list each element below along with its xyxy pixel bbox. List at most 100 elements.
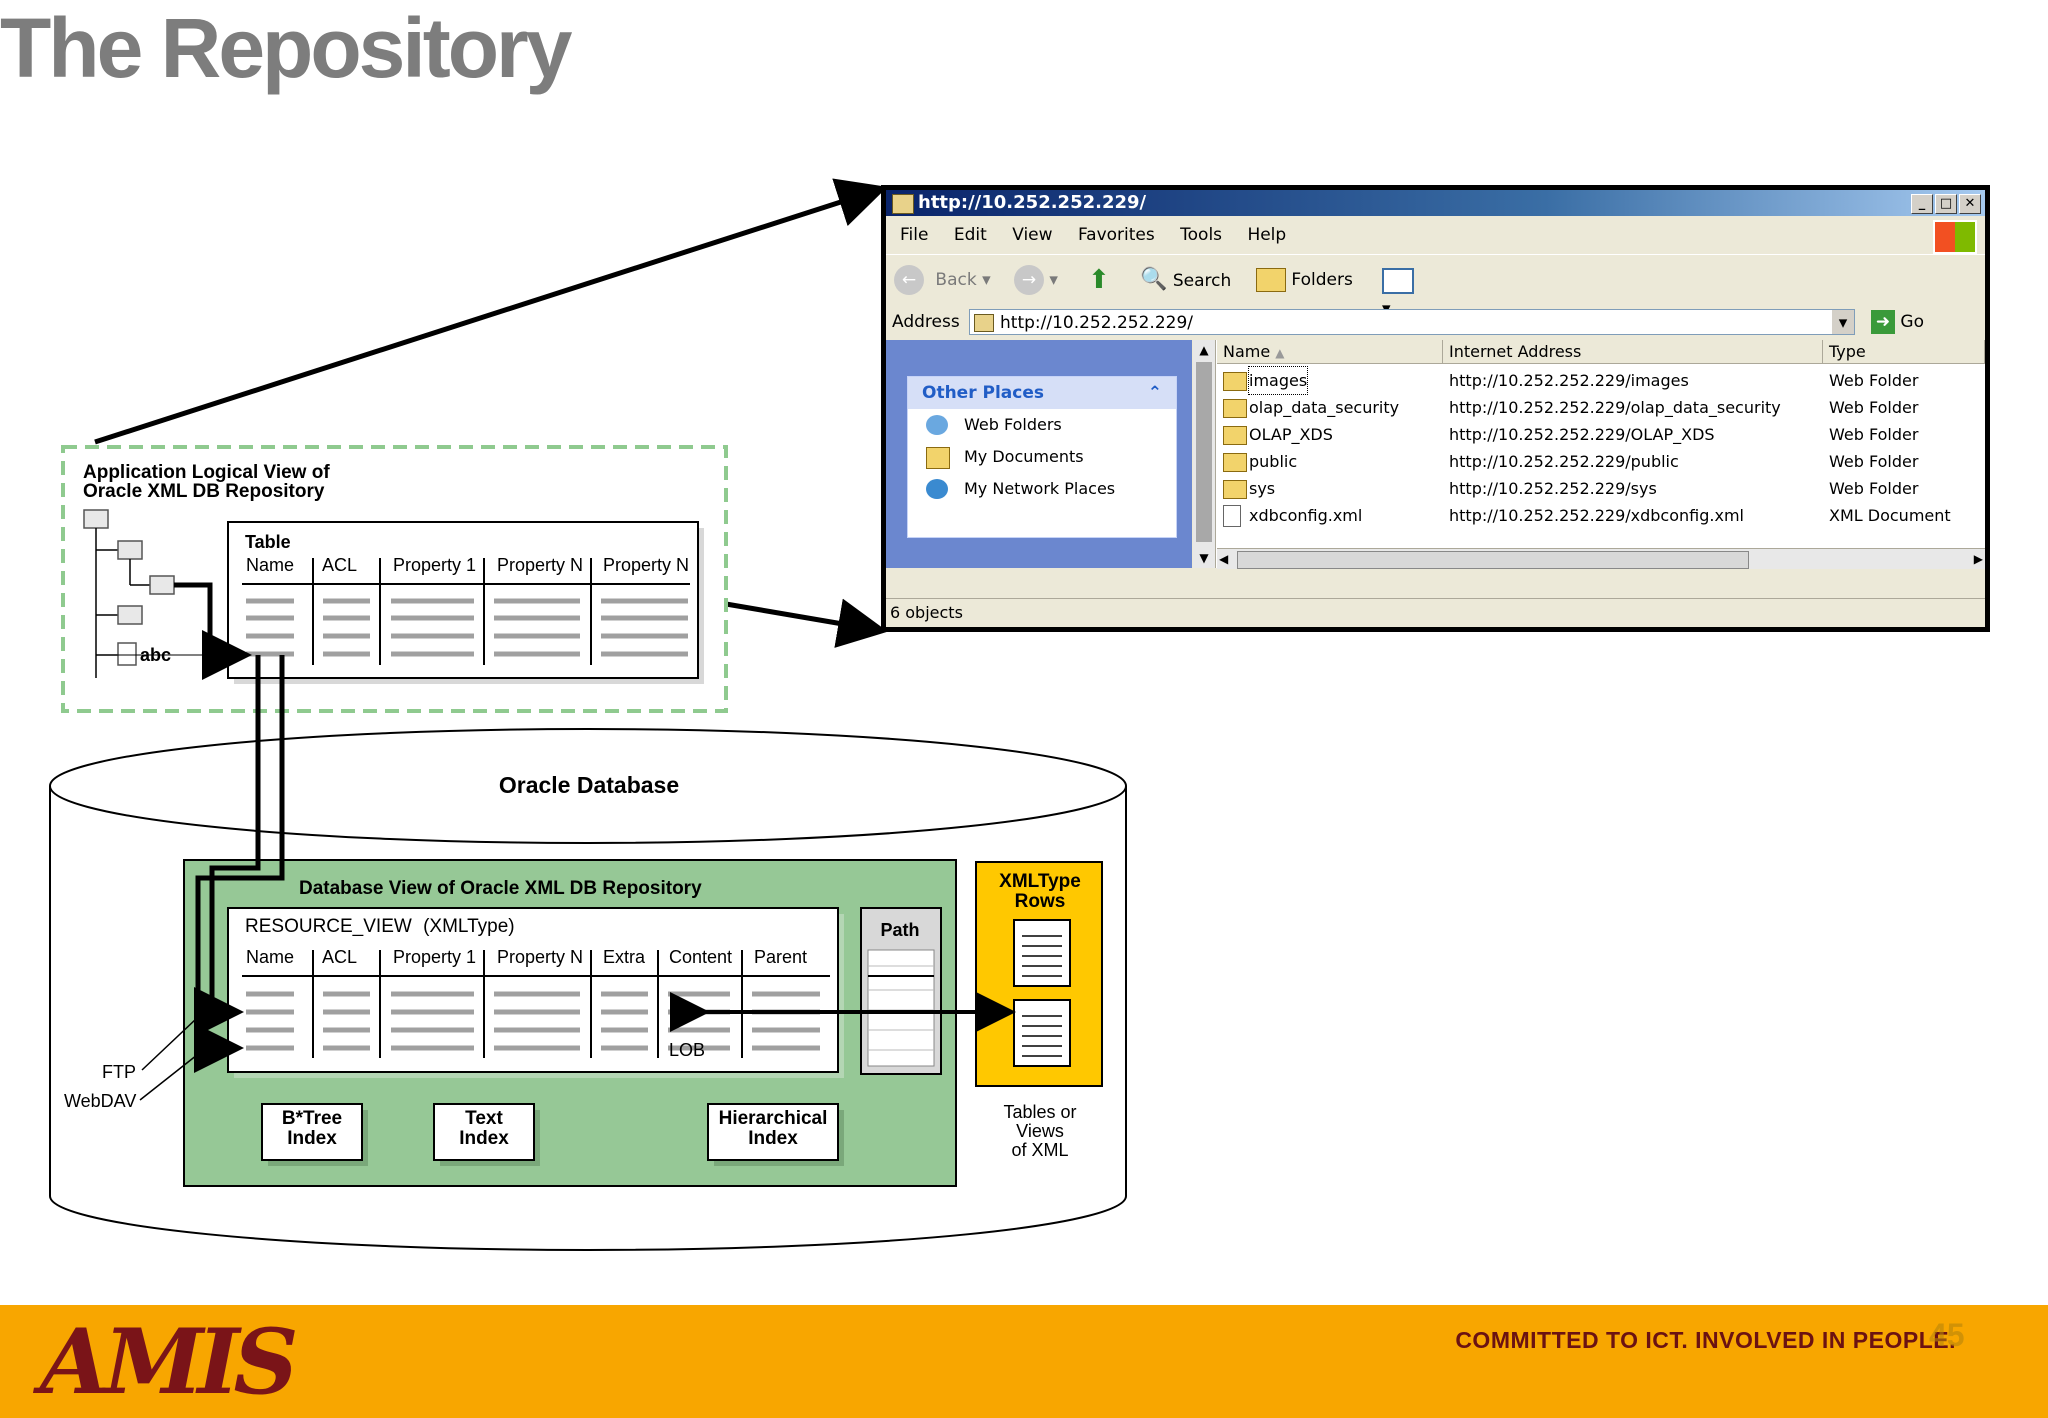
forward-button[interactable]: → ▾ bbox=[1014, 263, 1058, 297]
column-header-name[interactable]: Name ▲ bbox=[1217, 340, 1443, 364]
scroll-down-icon[interactable]: ▼ bbox=[1199, 551, 1209, 565]
forward-arrow-icon: → bbox=[1014, 265, 1044, 295]
file-address: http://10.252.252.229/olap_data_security bbox=[1449, 398, 1781, 417]
file-name: public bbox=[1249, 452, 1298, 471]
search-button[interactable]: 🔍 Search bbox=[1140, 263, 1231, 297]
menu-file[interactable]: File bbox=[900, 225, 929, 245]
app-view-title-2: Oracle XML DB Repository bbox=[83, 481, 325, 502]
close-button[interactable]: ✕ bbox=[1959, 194, 1981, 214]
task-pane: Other Places ⌃ Web Folders My Documents … bbox=[886, 340, 1192, 568]
resource-col: Extra bbox=[603, 947, 646, 967]
index-line1: B*Tree bbox=[282, 1108, 342, 1129]
folders-label: Folders bbox=[1291, 270, 1353, 290]
table-to-resource-arrow bbox=[194, 655, 261, 1037]
folder-tree bbox=[83, 509, 175, 678]
xml-document-icon bbox=[1013, 919, 1071, 987]
tables-note-1: Tables or bbox=[1003, 1102, 1076, 1122]
table-row-lines bbox=[246, 598, 688, 657]
table-col: ACL bbox=[322, 555, 357, 575]
file-address: http://10.252.252.229/xdbconfig.xml bbox=[1449, 506, 1744, 525]
maximize-button[interactable]: □ bbox=[1935, 194, 1957, 214]
go-button[interactable]: ➜ Go bbox=[1871, 308, 1924, 336]
resource-view-type: (XMLType) bbox=[423, 916, 515, 937]
windows-logo-icon bbox=[1933, 220, 1977, 254]
table-to-resource-arrow bbox=[194, 655, 285, 1073]
status-text: 6 objects bbox=[890, 603, 963, 622]
file-row[interactable]: xdbconfig.xml http://10.252.252.229/xdbco… bbox=[1217, 502, 1985, 529]
resource-view-name: RESOURCE_VIEW bbox=[245, 916, 412, 937]
folder-icon bbox=[149, 575, 175, 595]
folder-icon bbox=[1223, 453, 1247, 472]
lob-label: LOB bbox=[669, 1040, 705, 1060]
minimize-button[interactable]: _ bbox=[1911, 194, 1933, 214]
other-places-item[interactable]: Web Folders bbox=[908, 409, 1176, 441]
xmltype-label-1: XMLType bbox=[999, 871, 1081, 892]
menu-bar: File Edit View Favorites Tools Help bbox=[886, 218, 1985, 254]
network-places-icon bbox=[926, 479, 948, 499]
file-name: xdbconfig.xml bbox=[1249, 506, 1363, 525]
scroll-left-icon[interactable]: ◀ bbox=[1219, 552, 1229, 566]
app-view-title-1: Application Logical View of bbox=[83, 462, 330, 483]
column-header-type[interactable]: Type bbox=[1823, 340, 1985, 364]
menu-view[interactable]: View bbox=[1012, 225, 1053, 245]
file-type: Web Folder bbox=[1829, 371, 1919, 390]
database-cylinder-top bbox=[49, 728, 1127, 844]
file-type: Web Folder bbox=[1829, 425, 1919, 444]
address-bar: Address http://10.252.252.229/ ▾ ➜ Go bbox=[886, 306, 1985, 338]
scroll-up-icon[interactable]: ▲ bbox=[1199, 343, 1209, 357]
address-label: Address bbox=[892, 312, 960, 332]
menu-edit[interactable]: Edit bbox=[953, 225, 987, 245]
btree-index-box bbox=[261, 1103, 363, 1161]
table-col: Property 1 bbox=[393, 555, 476, 575]
xml-file-icon bbox=[1223, 505, 1241, 527]
xml-document-icon bbox=[1013, 999, 1071, 1067]
file-name: sys bbox=[1249, 479, 1276, 498]
menu-favorites[interactable]: Favorites bbox=[1077, 225, 1155, 245]
search-label: Search bbox=[1172, 271, 1232, 291]
db-title: Oracle Database bbox=[499, 772, 679, 798]
connector-bottom-line bbox=[725, 598, 888, 648]
other-places-item[interactable]: My Documents bbox=[908, 441, 1176, 473]
file-address: http://10.252.252.229/OLAP_XDS bbox=[1449, 425, 1715, 444]
folders-icon bbox=[1256, 268, 1286, 292]
index-line2: Index bbox=[748, 1128, 798, 1149]
address-input[interactable]: http://10.252.252.229/ ▾ bbox=[969, 309, 1855, 335]
views-button[interactable]: ▾ bbox=[1382, 267, 1422, 319]
folders-button[interactable]: Folders bbox=[1256, 263, 1353, 297]
status-bar: 6 objects bbox=[886, 598, 1985, 627]
menu-help[interactable]: Help bbox=[1247, 225, 1287, 245]
scroll-right-icon[interactable]: ▶ bbox=[1973, 552, 1983, 566]
menu-tools[interactable]: Tools bbox=[1180, 225, 1223, 245]
column-header-address[interactable]: Internet Address bbox=[1443, 340, 1823, 364]
other-places-item[interactable]: My Network Places bbox=[908, 473, 1176, 505]
address-dropdown-button[interactable]: ▾ bbox=[1832, 310, 1854, 334]
collapse-chevron-icon[interactable]: ⌃ bbox=[1147, 383, 1162, 403]
folder-icon bbox=[117, 605, 143, 625]
resource-view-table bbox=[227, 907, 839, 1073]
ie-icon bbox=[892, 194, 914, 214]
tables-note-3: of XML bbox=[1011, 1140, 1068, 1160]
connector-top-line bbox=[94, 178, 888, 445]
resource-col: Name bbox=[246, 947, 294, 967]
my-documents-icon bbox=[926, 447, 950, 469]
resource-col: Property N bbox=[497, 947, 583, 967]
horizontal-scrollbar[interactable]: ◀ ▶ bbox=[1217, 548, 1985, 569]
file-icon bbox=[117, 642, 137, 666]
db-view-title: Database View of Oracle XML DB Repositor… bbox=[299, 878, 702, 899]
vertical-scrollbar[interactable]: ▲ ▼ bbox=[1193, 340, 1216, 568]
back-button[interactable]: ← Back ▾ bbox=[894, 263, 991, 297]
amis-logo: AMIS bbox=[40, 1309, 299, 1415]
file-type: XML Document bbox=[1829, 506, 1951, 525]
file-type: Web Folder bbox=[1829, 479, 1919, 498]
up-folder-icon[interactable]: ⬆ bbox=[1088, 265, 1110, 295]
window-title: http://10.252.252.229/ bbox=[918, 192, 1147, 213]
column-label: Type bbox=[1829, 342, 1866, 361]
other-places-header[interactable]: Other Places ⌃ bbox=[908, 377, 1176, 409]
resource-col: Content bbox=[669, 947, 732, 967]
